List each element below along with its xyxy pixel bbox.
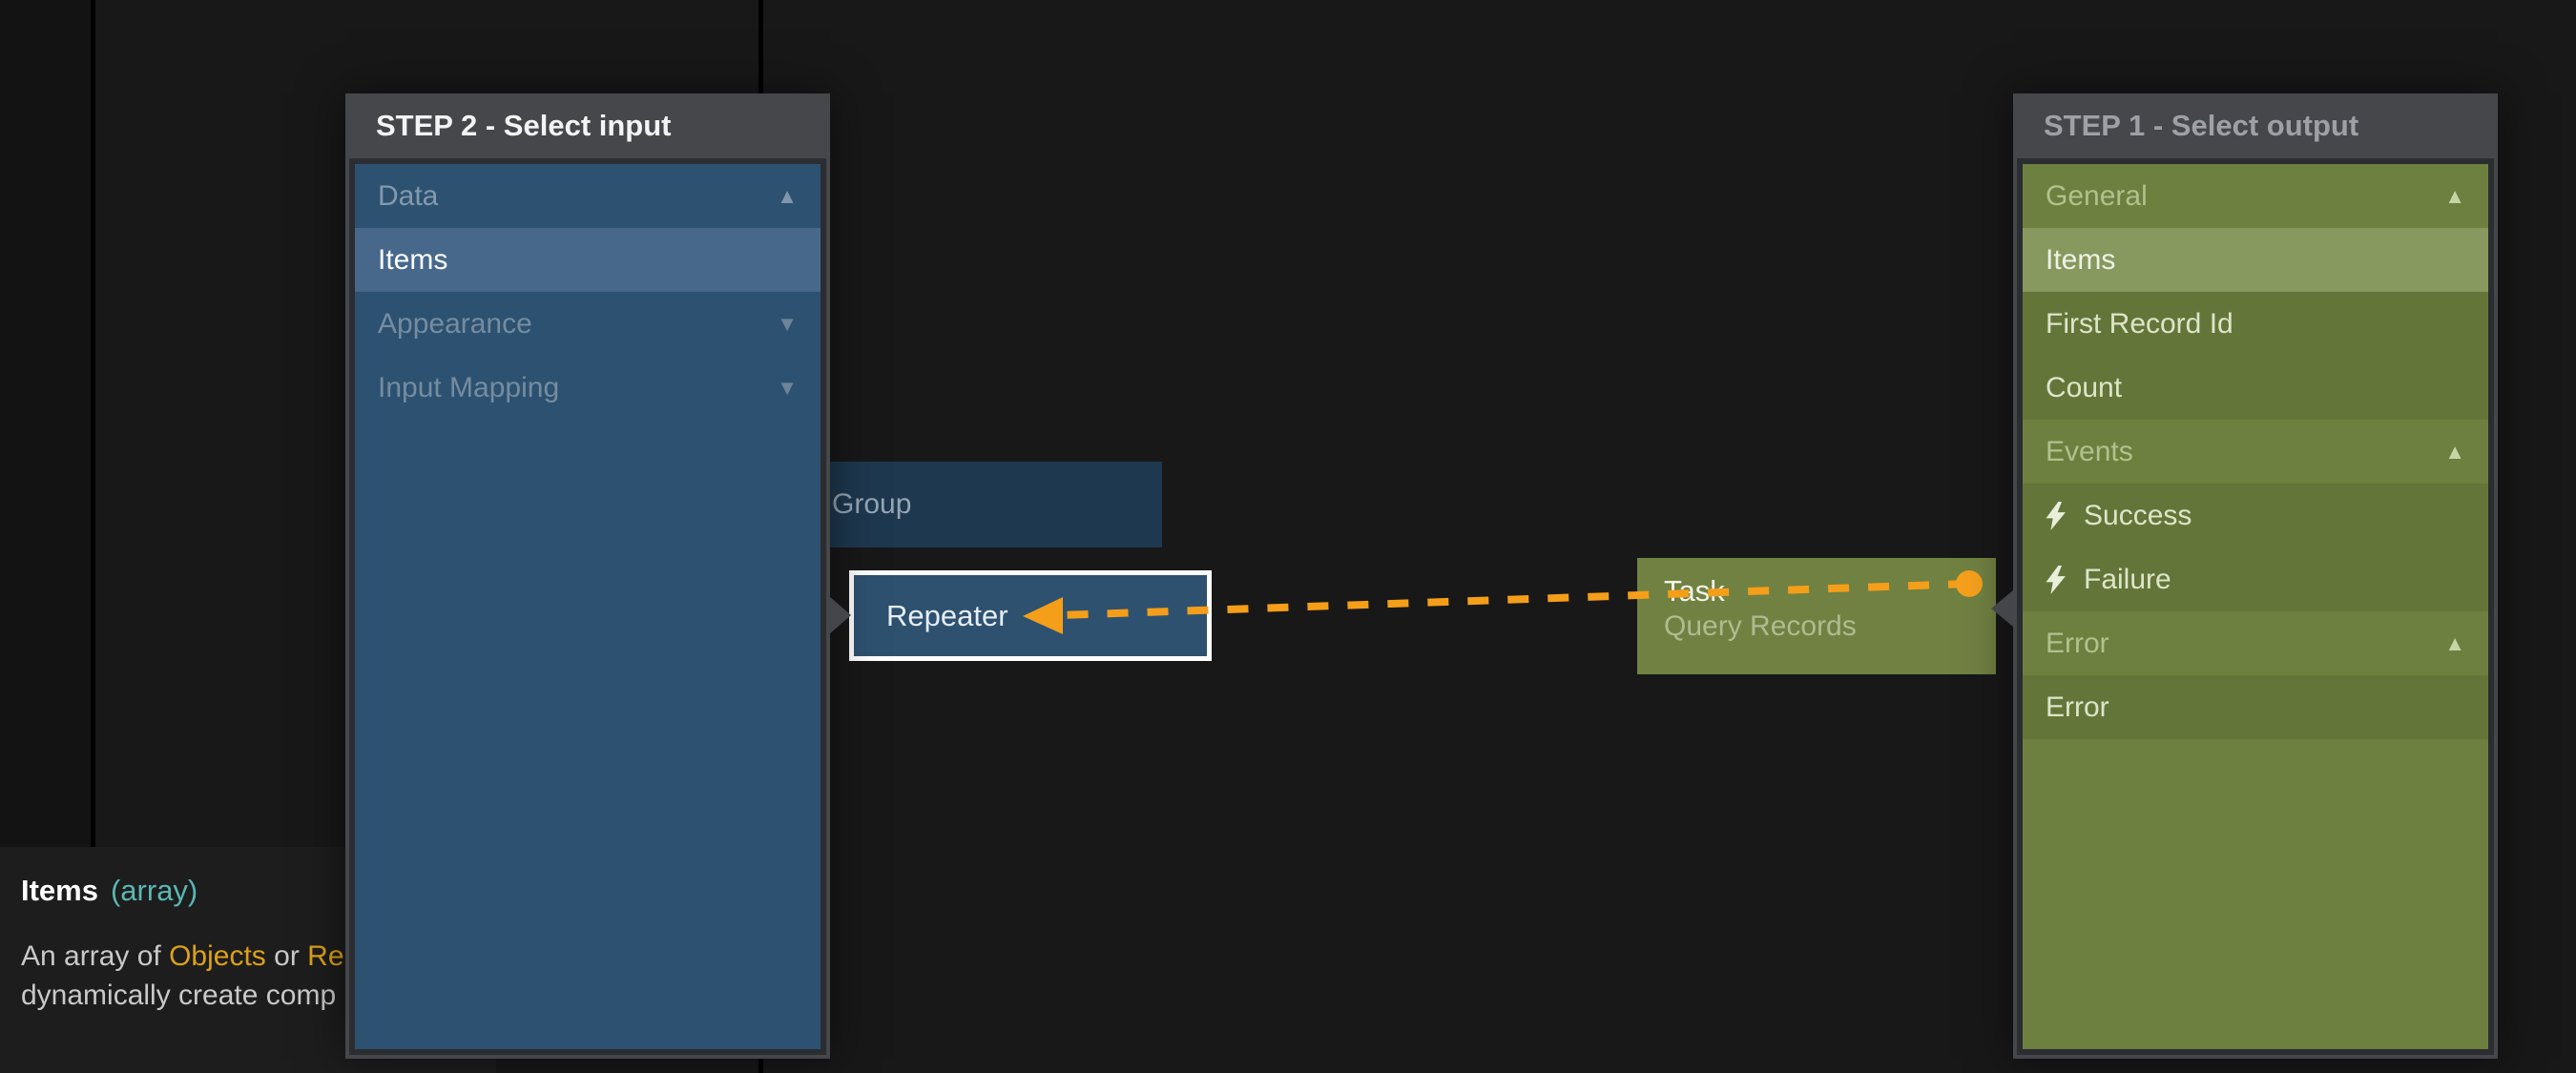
collapse-up-icon: ▲ bbox=[2444, 439, 2465, 464]
connection-endpoint-handle[interactable] bbox=[1956, 570, 1983, 597]
step1-panel-body: General ▲ Items First Record Id Count Ev… bbox=[2017, 158, 2494, 1055]
row-label: Error bbox=[2046, 627, 2109, 659]
step2-select-input-panel: STEP 2 - Select input Data ▲ Items Appea… bbox=[345, 93, 851, 1059]
lightning-icon bbox=[2046, 565, 2066, 594]
output-item-count[interactable]: Count bbox=[2023, 356, 2488, 420]
row-label: Count bbox=[2046, 371, 2123, 403]
description-link: Objects bbox=[169, 940, 266, 972]
output-category-general[interactable]: General ▲ bbox=[2023, 164, 2488, 228]
description-text: An array of bbox=[21, 940, 170, 972]
output-event-failure[interactable]: Failure bbox=[2023, 547, 2488, 611]
step2-panel-body: Data ▲ Items Appearance ▼ Input Mapping … bbox=[349, 158, 826, 1055]
description-text: dynamically create comp bbox=[21, 980, 337, 1011]
task-node-subtitle: Query Records bbox=[1664, 610, 1857, 642]
collapse-up-icon: ▲ bbox=[2444, 630, 2465, 655]
repeater-widget-label: Repeater bbox=[886, 598, 1008, 632]
row-label: Appearance bbox=[378, 307, 532, 340]
input-category-input-mapping[interactable]: Input Mapping ▼ bbox=[355, 356, 821, 420]
description-text: or bbox=[265, 940, 308, 972]
property-name-row: Items (array) bbox=[21, 872, 496, 910]
group-widget-label: Group bbox=[832, 488, 912, 520]
property-type: (array) bbox=[110, 874, 198, 907]
row-label: Items bbox=[378, 243, 448, 276]
task-node-title: Task bbox=[1664, 574, 1725, 608]
row-label: Success bbox=[2084, 499, 2192, 531]
expand-down-icon: ▼ bbox=[777, 311, 798, 336]
row-label: First Record Id bbox=[2046, 307, 2233, 340]
row-label: Items bbox=[2046, 243, 2116, 276]
input-category-appearance[interactable]: Appearance ▼ bbox=[355, 292, 821, 356]
step1-select-output-panel: STEP 1 - Select output General ▲ Items F… bbox=[1991, 93, 2498, 1059]
input-item-items[interactable]: Items bbox=[355, 228, 821, 292]
step2-panel-title: STEP 2 - Select input bbox=[376, 109, 672, 142]
lightning-icon bbox=[2046, 501, 2066, 530]
repeater-widget-node[interactable]: Repeater bbox=[849, 570, 1212, 661]
row-label: General bbox=[2046, 179, 2148, 212]
collapse-up-icon: ▲ bbox=[2444, 183, 2465, 208]
canvas-grid-line bbox=[91, 0, 95, 1073]
row-label: Events bbox=[2046, 435, 2133, 467]
property-description: An array of Objects or Re dynamically cr… bbox=[21, 937, 496, 1015]
row-label: Data bbox=[378, 179, 439, 212]
output-item-items[interactable]: Items bbox=[2023, 228, 2488, 292]
output-item-first-record-id[interactable]: First Record Id bbox=[2023, 292, 2488, 356]
step1-panel-title: STEP 1 - Select output bbox=[2044, 109, 2359, 142]
output-event-success[interactable]: Success bbox=[2023, 484, 2488, 547]
expand-down-icon: ▼ bbox=[777, 375, 798, 400]
input-category-data[interactable]: Data ▲ bbox=[355, 164, 821, 228]
row-label: Failure bbox=[2084, 563, 2171, 595]
property-name: Items bbox=[21, 874, 98, 907]
output-category-events[interactable]: Events ▲ bbox=[2023, 420, 2488, 484]
row-label: Error bbox=[2046, 691, 2109, 723]
task-node[interactable]: Task Query Records bbox=[1637, 558, 1996, 674]
output-category-error[interactable]: Error ▲ bbox=[2023, 611, 2488, 675]
row-label: Input Mapping bbox=[378, 371, 560, 403]
description-link: Re bbox=[307, 940, 344, 972]
panel-pointer-icon bbox=[829, 596, 851, 634]
output-item-error[interactable]: Error bbox=[2023, 675, 2488, 739]
panel-pointer-icon bbox=[1991, 590, 2013, 627]
collapse-up-icon: ▲ bbox=[777, 183, 798, 208]
